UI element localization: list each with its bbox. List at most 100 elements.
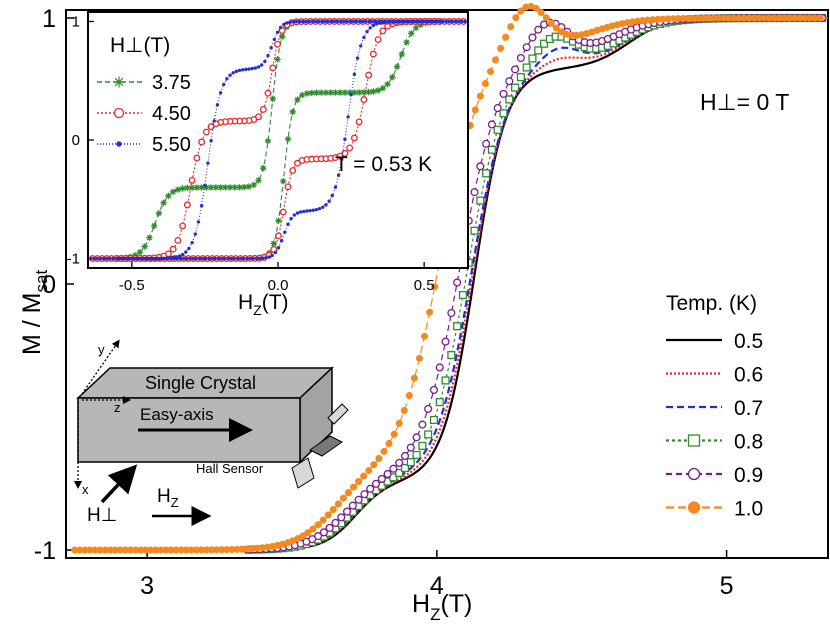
inset-data-point xyxy=(327,89,334,96)
main-data-point xyxy=(395,419,403,427)
inset-data-point xyxy=(457,19,461,24)
inset-legend-entry: 3.75 xyxy=(97,72,191,94)
inset-data-point xyxy=(105,256,109,261)
inset-data-point xyxy=(253,66,258,70)
main-legend-label: 0.9 xyxy=(734,464,763,487)
hperp-arrow xyxy=(100,464,138,504)
main-data-point xyxy=(424,404,433,413)
main-data-point xyxy=(365,466,373,475)
inset-data-point xyxy=(392,19,397,24)
inset-data-point xyxy=(383,19,387,24)
inset-data-point xyxy=(354,19,359,24)
inset-data-point xyxy=(254,256,259,261)
inset-data-point xyxy=(411,19,416,24)
inset-y-tick-label: 0 xyxy=(72,132,80,149)
inset-data-point xyxy=(284,183,292,191)
inset-data-point xyxy=(424,19,428,24)
inset-data-point xyxy=(380,19,384,24)
inset-data-point xyxy=(313,19,318,24)
main-data-point xyxy=(314,532,323,541)
inset-data-point xyxy=(272,37,277,42)
inset-data-point xyxy=(355,89,363,96)
inset-data-point xyxy=(187,246,191,251)
inset-data-point xyxy=(264,89,272,97)
main-data-point xyxy=(418,441,427,450)
inset-data-point xyxy=(335,19,340,24)
inset-data-point xyxy=(408,19,412,24)
inset-data-point xyxy=(204,256,208,261)
main-legend-label: 0.8 xyxy=(734,431,763,454)
inset-data-point xyxy=(275,232,282,240)
inset-data-point xyxy=(198,184,205,191)
inset-data-point xyxy=(261,256,265,260)
main-legend-label: 0.5 xyxy=(734,330,763,353)
inset-data-point xyxy=(349,92,353,97)
main-data-point xyxy=(522,43,531,52)
inset-data-point xyxy=(403,39,410,46)
main-data-point xyxy=(324,511,332,519)
main-legend-marker xyxy=(687,434,701,447)
main-x-axis-label-sub: Z xyxy=(430,605,440,624)
inset-data-point xyxy=(408,30,415,37)
inset-data-point xyxy=(402,19,406,24)
inset-data-point xyxy=(146,256,150,261)
main-data-point xyxy=(476,162,485,171)
inset-legend-label: 4.50 xyxy=(152,103,191,125)
inset-data-point xyxy=(348,19,352,24)
inset-data-point xyxy=(114,256,118,261)
inset-data-point xyxy=(304,19,308,24)
inset-data-point xyxy=(282,22,286,27)
inset-data-point xyxy=(251,256,255,261)
inset-data-point xyxy=(222,184,229,191)
inset-data-point xyxy=(332,19,337,24)
inset-data-point xyxy=(342,19,346,24)
main-data-point xyxy=(517,7,525,15)
inset-data-point xyxy=(229,256,233,261)
inset-data-point xyxy=(294,96,301,103)
main-data-point xyxy=(487,120,496,129)
inset-data-point xyxy=(289,108,296,116)
main-data-point xyxy=(453,322,462,331)
main-data-point xyxy=(470,226,479,235)
main-data-point xyxy=(360,472,368,480)
main-data-point xyxy=(366,484,375,493)
inset-data-point xyxy=(194,256,198,261)
inset-data-point xyxy=(231,184,239,191)
inset-data-point xyxy=(269,46,273,50)
main-data-point xyxy=(350,483,358,491)
main-data-point xyxy=(547,19,555,27)
inset-data-point xyxy=(155,256,160,261)
inset-data-point xyxy=(365,88,372,96)
inset-data-point xyxy=(273,250,278,255)
main-legend-label: 0.7 xyxy=(734,397,763,420)
inset-data-point xyxy=(207,256,211,261)
inset-temperature-annotation: T = 0.53 K xyxy=(335,153,432,176)
inset-data-point xyxy=(101,256,106,261)
main-y-axis-label-sub: sat xyxy=(32,270,51,293)
main-legend-entry: 1.0 xyxy=(666,498,763,521)
inset-data-point xyxy=(191,256,195,261)
main-data-point xyxy=(470,188,479,197)
main-data-point xyxy=(511,83,520,92)
inset-data-point xyxy=(393,63,401,70)
inset-data-point xyxy=(225,77,229,81)
inset-data-point xyxy=(320,19,324,24)
inset-legend: H⊥(T) 3.754.505.50 xyxy=(97,34,191,156)
inset-data-point xyxy=(260,63,264,67)
inset-data-point xyxy=(308,89,315,97)
inset-data-point xyxy=(238,256,243,261)
inset-data-point xyxy=(259,106,267,113)
inset-data-point xyxy=(314,207,319,212)
inset-data-point xyxy=(321,205,325,209)
inset-data-point xyxy=(361,19,365,24)
inset-data-point xyxy=(210,256,214,261)
inset-data-point xyxy=(291,20,295,24)
inset-data-point xyxy=(414,19,419,24)
inset-data-point xyxy=(389,19,394,24)
inset-data-point xyxy=(269,64,277,72)
inset-y-tick-label: 1 xyxy=(72,13,80,30)
main-data-point xyxy=(400,406,408,415)
inset-data-point xyxy=(370,88,377,95)
main-legend: Temp. (K) 0.50.60.70.80.91.0 xyxy=(666,292,763,521)
